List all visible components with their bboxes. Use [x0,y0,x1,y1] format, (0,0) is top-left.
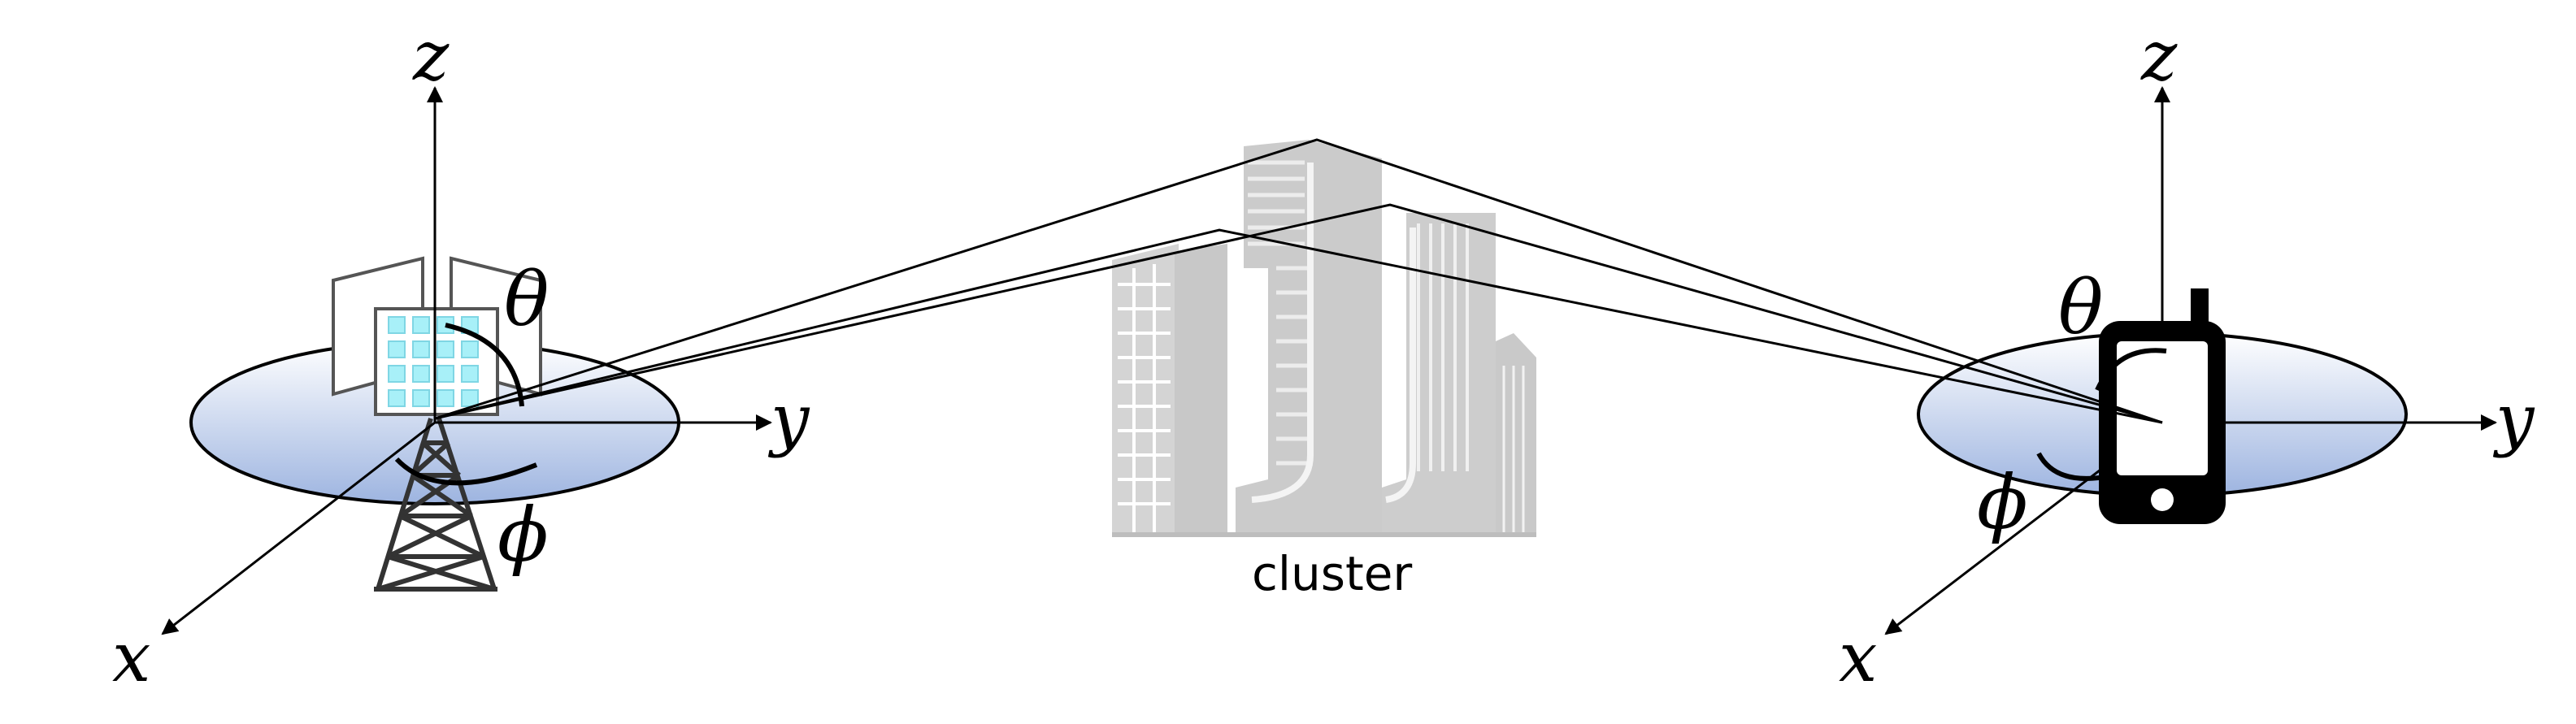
building-left-mid [1175,244,1227,536]
building-right [1382,213,1496,536]
building-far-right [1496,333,1536,536]
building-right-curve [1385,228,1416,503]
phone-icon [2099,288,2226,524]
cluster-label: cluster [1252,546,1412,601]
building-center-curve [1251,163,1314,503]
rx-phi-arc [2036,452,2114,481]
rx-theta-arc [2095,348,2167,392]
building-left-windows [1118,264,1171,532]
building-center-stripes [1248,160,1309,466]
building-ground [1112,532,1536,537]
building-far-right-stripes [1502,366,1525,532]
antenna-panels-icon [332,256,542,416]
multipath-rays [434,138,2163,424]
tx-z-label: z [412,16,450,96]
tx-y-label: y [767,379,810,459]
rx-y-label: y [2492,379,2535,459]
ray-path-3 [434,228,2163,424]
tx-x-label: x [112,618,150,697]
receiver: z y x θ ϕ [1839,16,2535,697]
building-right-stripes [1417,223,1469,471]
tx-x-axis [161,421,436,635]
tx-phi-arc [394,457,538,486]
tx-phi-label: ϕ [497,492,549,579]
ray-path-2 [434,203,2163,424]
cluster-buildings [1112,140,1536,537]
building-left [1112,244,1179,536]
rx-x-label: x [1839,618,1877,697]
tx-theta-label: θ [504,256,549,343]
transmitter: z y x θ ϕ [112,16,810,697]
ray-path-1 [434,138,2163,424]
rx-phi-label: ϕ [1977,459,2028,546]
rx-z-label: z [2140,16,2178,96]
rx-theta-label: θ [2058,264,2103,351]
